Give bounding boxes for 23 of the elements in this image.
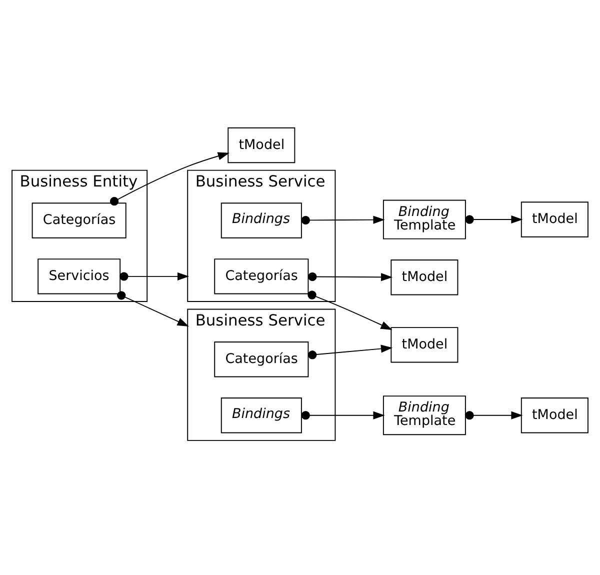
arrow bbox=[117, 290, 189, 326]
node-box: Categorías bbox=[214, 258, 309, 294]
node-box: Servicios bbox=[38, 258, 121, 294]
arrow bbox=[308, 344, 393, 359]
arrow bbox=[301, 215, 385, 224]
arrow bbox=[465, 214, 523, 224]
arrow bbox=[308, 290, 392, 330]
arrow bbox=[120, 272, 190, 280]
node-box: Categorías bbox=[32, 202, 126, 238]
node-box: tModel bbox=[390, 259, 458, 295]
node-box: Binding Template bbox=[382, 395, 466, 435]
node-box: tModel bbox=[520, 397, 588, 433]
node-box: Bindings bbox=[220, 397, 302, 433]
node-box: Binding Template bbox=[382, 199, 466, 239]
node-box: tModel bbox=[390, 326, 458, 362]
arrow bbox=[110, 152, 230, 206]
node-box: tModel bbox=[520, 201, 588, 237]
arrow bbox=[301, 410, 385, 420]
node-box: Categorías bbox=[214, 341, 309, 377]
node-box: Bindings bbox=[220, 202, 302, 238]
arrow bbox=[308, 272, 393, 281]
arrow bbox=[465, 410, 523, 420]
node-box: tModel bbox=[228, 126, 296, 163]
